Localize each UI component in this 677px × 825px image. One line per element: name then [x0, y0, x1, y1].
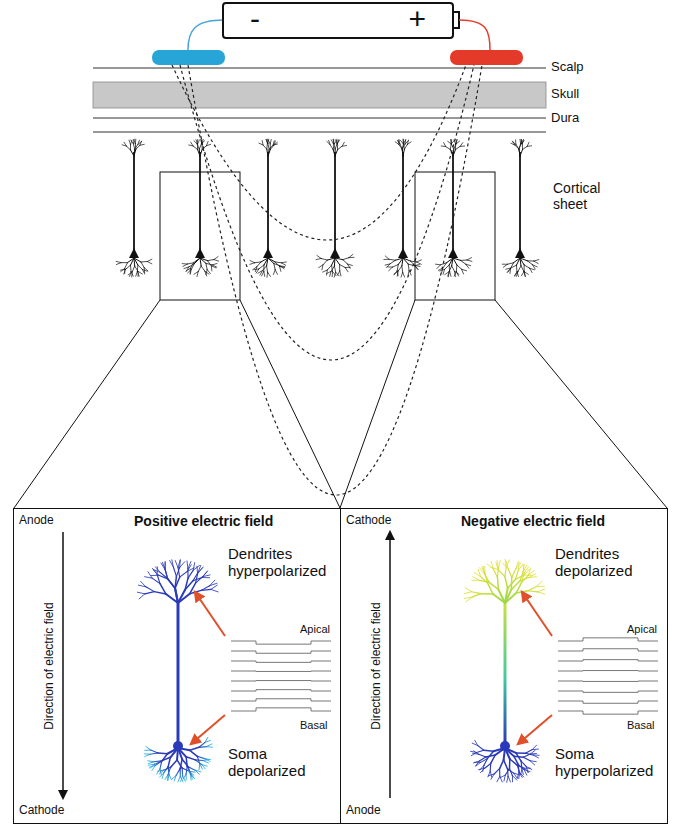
dura-line	[93, 131, 546, 132]
dura-line	[93, 117, 546, 118]
trace-label: Apical	[627, 623, 657, 636]
scalp-line	[93, 67, 546, 68]
field-lines	[172, 65, 482, 495]
field-panel: Cathode Negative electric fieldDirection …	[340, 508, 668, 824]
pole-label: Anode	[346, 804, 381, 818]
annotation: Soma depolarized	[228, 745, 336, 780]
axis-label: Direction of electric field	[370, 602, 384, 729]
pole-label: Cathode	[19, 804, 64, 818]
field-panel: Anode Positive electric fieldDirection of…	[13, 508, 341, 824]
layer-label: Skull	[551, 87, 579, 102]
wire	[459, 20, 490, 50]
annotation: Dendrites hyperpolarized	[228, 545, 336, 580]
battery-sign: +	[408, 2, 426, 37]
layer-label: Scalp	[551, 60, 584, 75]
zoom-boxes	[14, 172, 667, 508]
pole-label: Cathode	[346, 514, 391, 528]
cortical-neurons	[116, 139, 539, 277]
wire	[188, 20, 224, 50]
panel-title: Positive electric field	[134, 513, 273, 529]
axis-label: Direction of electric field	[43, 602, 57, 729]
layer-label: Dura	[551, 111, 579, 126]
battery-sign: -	[250, 2, 260, 37]
trace-label: Basal	[627, 719, 655, 732]
annotation: Dendrites depolarized	[555, 545, 663, 580]
anode-electrode	[450, 50, 523, 65]
cathode-electrode	[152, 50, 225, 65]
region-label: Cortical sheet	[553, 180, 633, 212]
trace-label: Basal	[300, 719, 328, 732]
annotation: Soma hyperpolarized	[555, 745, 663, 780]
panel-title: Negative electric field	[461, 513, 605, 529]
trace-label: Apical	[300, 623, 330, 636]
pole-label: Anode	[19, 514, 54, 528]
battery: -+	[222, 2, 454, 39]
